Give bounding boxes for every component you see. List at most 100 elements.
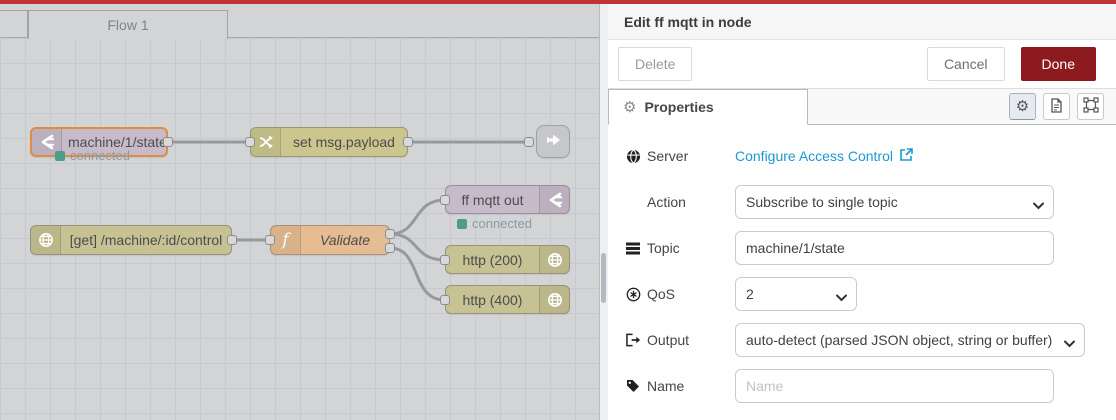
wire-function-http400[interactable] — [388, 246, 447, 302]
workspace-scrollbar-thumb[interactable] — [601, 253, 606, 303]
node-http-in[interactable]: [get] /machine/:id/control — [30, 225, 232, 255]
panel-icon-buttons: ⚙ — [1009, 93, 1104, 120]
chevron-down-icon — [1064, 335, 1076, 351]
panel-tabs: ⚙ Properties ⚙ — [608, 89, 1116, 125]
node-label: ff mqtt out — [461, 191, 524, 208]
node-function[interactable]: f Validate — [270, 225, 390, 255]
node-http-response-200[interactable]: http (200) — [445, 245, 570, 274]
output-select-value: auto-detect (parsed JSON object, string … — [746, 332, 1053, 348]
status-dot — [457, 218, 467, 229]
edit-node-panel: Edit ff mqtt in node Delete Cancel Done … — [608, 4, 1116, 420]
globe-icon — [625, 148, 641, 164]
port-function-output-1[interactable] — [385, 229, 395, 239]
action-select[interactable]: Subscribe to single topic — [735, 185, 1054, 219]
sign-out-icon — [625, 333, 641, 347]
chevron-down-icon — [836, 289, 847, 305]
node-label: machine/1/state — [68, 134, 167, 150]
function-f-icon: f — [271, 226, 301, 254]
port-function-input[interactable] — [265, 235, 275, 245]
name-label: Name — [647, 378, 685, 394]
delete-button[interactable]: Delete — [618, 47, 693, 81]
node-link-out[interactable] — [536, 125, 570, 158]
node-label: Validate — [319, 232, 371, 248]
port-http-in-output[interactable] — [227, 235, 237, 245]
node-change[interactable]: set msg.payload — [250, 127, 408, 157]
output-label: Output — [647, 332, 690, 348]
topic-input[interactable] — [735, 231, 1054, 265]
properties-gear-button[interactable]: ⚙ — [1009, 93, 1036, 120]
server-link-text: Configure Access Control — [735, 148, 893, 164]
globe-icon — [539, 246, 569, 273]
globe-icon — [539, 286, 569, 313]
field-row-name: Name — [625, 369, 1054, 403]
flow-tab-label: Flow 1 — [107, 17, 149, 33]
node-label: http (200) — [462, 251, 523, 268]
action-label: Action — [647, 194, 686, 210]
flow-canvas[interactable]: machine/1/state connected set msg.payloa… — [0, 38, 599, 420]
qos-label: QoS — [647, 286, 676, 302]
wire-function-http200[interactable] — [388, 232, 447, 262]
status-text: connected — [70, 148, 130, 163]
tab-properties-label: Properties — [644, 99, 714, 115]
node-http-response-400[interactable]: http (400) — [445, 285, 570, 314]
node-status-mqtt-out: connected — [457, 216, 532, 231]
port-change-output[interactable] — [403, 137, 413, 147]
flow-workspace[interactable]: Flow 1 machine/1/state connected — [0, 4, 600, 420]
qos-certificate-icon — [625, 287, 641, 302]
node-appearance-icon — [1082, 97, 1099, 116]
node-label: [get] /machine/:id/control — [69, 232, 223, 248]
field-row-output: Output auto-detect (parsed JSON object, … — [625, 323, 1086, 357]
node-mqtt-out[interactable]: ff mqtt out — [445, 185, 570, 214]
mqtt-bridge-icon — [539, 186, 569, 213]
external-link-icon — [899, 147, 913, 165]
port-http-400-input[interactable] — [440, 295, 450, 305]
qos-select[interactable]: 2 — [735, 277, 857, 311]
field-row-server: Server Configure Access Control — [625, 139, 1054, 173]
tag-icon — [625, 379, 641, 393]
status-text: connected — [472, 216, 532, 231]
field-row-qos: QoS 2 — [625, 277, 1054, 311]
wires-layer — [166, 140, 529, 302]
output-select[interactable]: auto-detect (parsed JSON object, string … — [735, 323, 1086, 357]
app-header-bar — [0, 0, 1116, 4]
tasks-icon — [625, 242, 641, 255]
port-function-output-2[interactable] — [385, 243, 395, 253]
port-mqtt-in-output[interactable] — [163, 137, 173, 147]
flow-tab[interactable]: Flow 1 — [28, 10, 228, 39]
panel-button-row: Delete Cancel Done — [608, 40, 1116, 89]
server-label: Server — [647, 148, 689, 164]
flow-tab-partial[interactable] — [0, 10, 28, 39]
properties-form: Server Configure Access Control Action S… — [608, 125, 1116, 403]
link-out-arrow-icon — [544, 131, 562, 152]
node-label: set msg.payload — [293, 134, 395, 150]
port-link-out-input[interactable] — [524, 137, 534, 147]
description-button[interactable] — [1043, 93, 1070, 120]
chevron-down-icon — [1033, 197, 1044, 213]
status-dot — [55, 150, 65, 161]
tab-properties[interactable]: ⚙ Properties — [608, 89, 808, 125]
cancel-button[interactable]: Cancel — [926, 47, 1005, 81]
globe-icon — [31, 226, 61, 254]
port-http-200-input[interactable] — [440, 255, 450, 265]
configure-access-control-link[interactable]: Configure Access Control — [735, 147, 913, 165]
wire-function-mqttout[interactable] — [388, 198, 447, 236]
done-button[interactable]: Done — [1020, 47, 1096, 81]
field-row-topic: Topic — [625, 231, 1054, 265]
appearance-button[interactable] — [1077, 93, 1104, 120]
flow-tabbar: Flow 1 — [0, 4, 599, 39]
node-status-mqtt-in: connected — [55, 148, 130, 163]
workspace-scrollbar — [600, 4, 608, 420]
gear-icon: ⚙ — [623, 98, 637, 116]
port-mqtt-out-input[interactable] — [440, 195, 450, 205]
port-change-input[interactable] — [245, 137, 255, 147]
qos-select-value: 2 — [746, 286, 754, 302]
gear-icon: ⚙ — [1015, 98, 1030, 115]
topic-label: Topic — [647, 240, 680, 256]
name-input[interactable] — [735, 369, 1054, 403]
shuffle-icon — [251, 128, 281, 156]
node-label: http (400) — [462, 291, 523, 308]
field-row-action: Action Subscribe to single topic — [625, 185, 1054, 219]
action-select-value: Subscribe to single topic — [746, 194, 898, 210]
panel-title: Edit ff mqtt in node — [608, 4, 1116, 40]
document-icon — [1049, 97, 1064, 116]
